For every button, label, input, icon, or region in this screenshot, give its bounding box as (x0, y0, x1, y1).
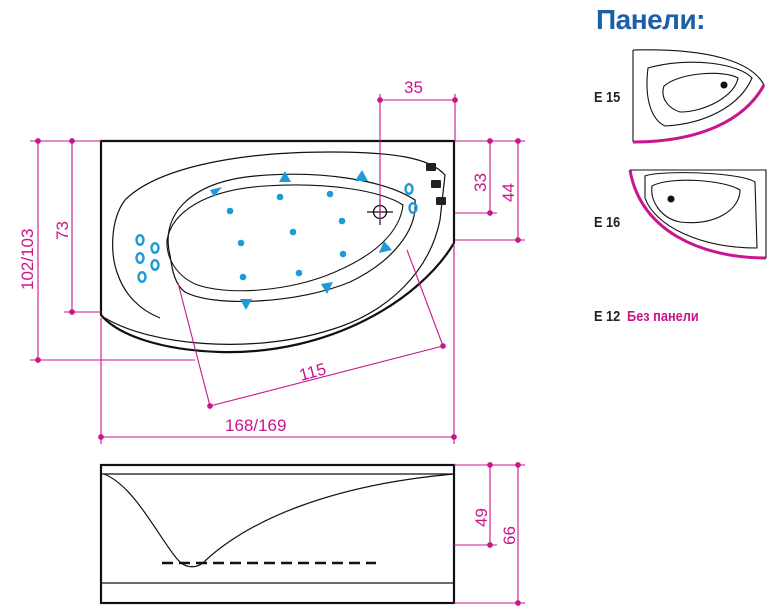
dim-tap-offset: 35 (404, 78, 423, 97)
tub-inner-bowl (167, 173, 416, 302)
side-outer-outline (99, 463, 456, 605)
panel-code: E 12 (594, 308, 621, 325)
panel-label-e15: E 15 (594, 89, 620, 106)
panel-note: Без панели (627, 308, 699, 325)
tub-outer-outline (99, 139, 456, 354)
dim-height-inner: 49 (472, 508, 491, 527)
panel-code: E 16 (594, 214, 621, 231)
dim-length-inner: 115 (297, 359, 328, 384)
panel-label-e12: E 12 Без панели (594, 308, 699, 325)
dimension-lines (30, 94, 525, 444)
panels-title: Панели: (596, 4, 706, 35)
dim-tap-depth-small: 33 (471, 173, 490, 192)
tub-side-view (99, 463, 456, 605)
dim-width-inner: 73 (53, 221, 72, 240)
hydro-jets (226, 190, 347, 281)
panel-label-e16: E 16 (594, 214, 620, 231)
dim-width-left: 102/103 (18, 229, 37, 290)
faucet-holes (426, 163, 446, 205)
dim-tap-depth-large: 44 (499, 183, 518, 202)
dim-height-total: 66 (500, 526, 519, 545)
tub-top-view (99, 139, 456, 354)
dimension-labels: 35 33 44 102/103 73 115 168/169 49 66 (18, 78, 519, 545)
side-jets (135, 182, 418, 284)
dim-width-total: 168/169 (225, 416, 286, 435)
tub-rim-line (104, 151, 446, 345)
panel-thumb-e16 (628, 169, 767, 260)
side-dimension-lines (454, 462, 525, 606)
side-profile-curve (103, 473, 455, 568)
air-jets (210, 170, 392, 310)
tub-bowl-floor (166, 184, 404, 292)
panel-code: E 15 (594, 89, 621, 106)
panel-thumb-e15 (632, 49, 766, 144)
